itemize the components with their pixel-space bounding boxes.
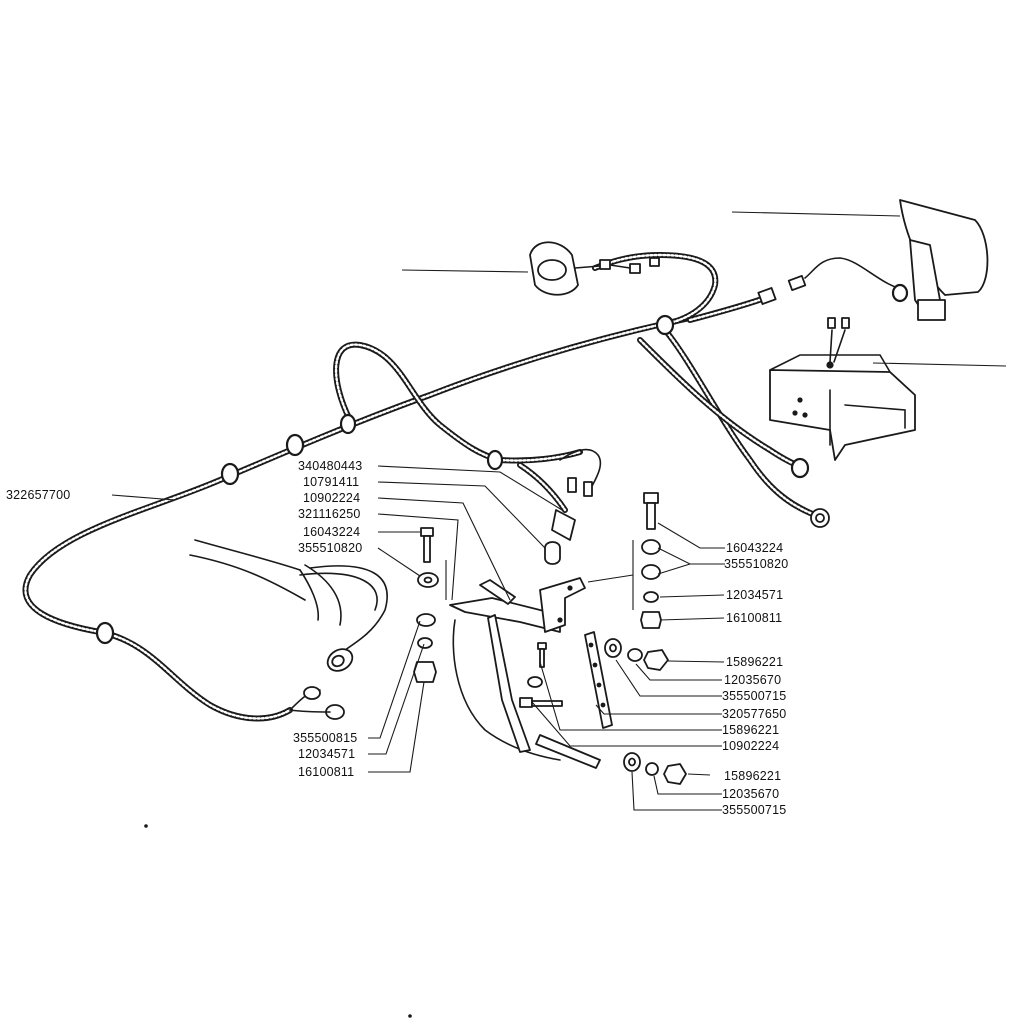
label-10902224-right: 10902224 xyxy=(722,739,779,753)
part-number-labels: 322657700 340480443 10791411 10902224 32… xyxy=(6,459,788,817)
label-340480443: 340480443 xyxy=(298,459,362,473)
grommet xyxy=(655,314,675,336)
wiring-harness xyxy=(22,252,818,722)
lamp-part xyxy=(757,199,989,321)
sensor-plug-part xyxy=(810,508,830,528)
label-12034571: 12034571 xyxy=(298,747,355,761)
washer-nut-row-lower xyxy=(623,752,687,785)
label-355500715-b: 355500715 xyxy=(722,803,786,817)
label-320577650: 320577650 xyxy=(722,707,786,721)
label-12035670-b: 12035670 xyxy=(722,787,779,801)
switch-box-part xyxy=(769,317,916,461)
label-322657700: 322657700 xyxy=(6,488,70,502)
mounting-bracket-part xyxy=(449,577,601,769)
label-355510820: 355510820 xyxy=(298,541,362,555)
label-16043224-right: 16043224 xyxy=(726,541,783,555)
grommet xyxy=(95,621,115,645)
leader-lines xyxy=(111,211,1007,811)
cable-bundle-part xyxy=(189,539,388,720)
hardware-stack-left xyxy=(413,527,439,683)
print-speck xyxy=(408,1014,412,1018)
print-speck xyxy=(144,824,148,828)
label-10791411: 10791411 xyxy=(303,475,359,489)
label-355500815: 355500815 xyxy=(293,731,357,745)
label-16043224: 16043224 xyxy=(303,525,360,539)
washer-nut-row-upper xyxy=(604,638,669,671)
hardware-stack-right xyxy=(640,492,662,629)
grommet xyxy=(220,462,240,486)
strap-part xyxy=(584,631,613,729)
label-355500715: 355500715 xyxy=(722,689,786,703)
label-355510820-right: 355510820 xyxy=(724,557,788,571)
label-15896221-c: 15896221 xyxy=(724,769,781,783)
label-12034571-right: 12034571 xyxy=(726,588,783,602)
bracket-hardware xyxy=(519,642,563,708)
grommet xyxy=(285,433,305,457)
grommet xyxy=(790,457,810,479)
label-16100811-right: 16100811 xyxy=(726,611,782,625)
label-12035670: 12035670 xyxy=(724,673,781,687)
grommet xyxy=(486,449,504,471)
label-16100811: 16100811 xyxy=(298,765,354,779)
grommet xyxy=(339,413,357,435)
label-15896221: 15896221 xyxy=(726,655,783,669)
pressure-switch-part xyxy=(544,448,602,565)
label-10902224: 10902224 xyxy=(303,491,360,505)
horn-part xyxy=(529,241,660,296)
label-15896221-b: 15896221 xyxy=(722,723,779,737)
label-321116250: 321116250 xyxy=(298,507,361,521)
